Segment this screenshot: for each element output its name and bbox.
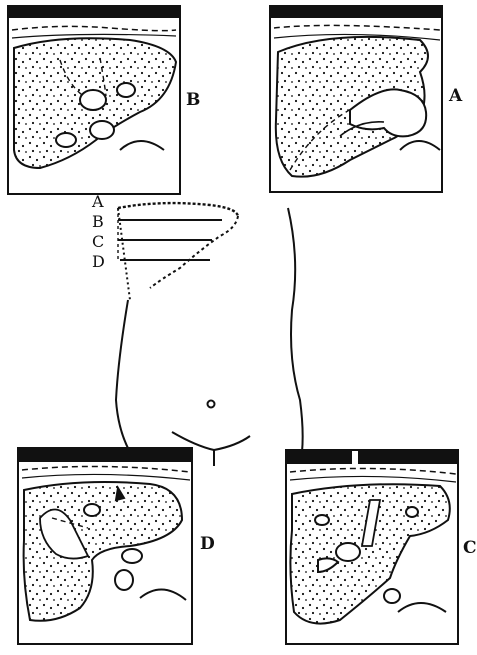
panel-c-skin-band-right [358, 450, 458, 464]
level-marker-a: A [92, 194, 104, 210]
panel-d-skin-band [18, 448, 192, 462]
navel [208, 401, 215, 408]
panel-a-skin-band [270, 6, 442, 18]
level-marker-d: D [92, 254, 105, 270]
panel-b-skin-band [8, 6, 180, 18]
level-marker-b: B [92, 214, 104, 230]
panel-b-vessel [80, 90, 106, 110]
torso-outline [116, 203, 303, 466]
panel-c-label: C [463, 540, 477, 557]
panel-d-liver [24, 482, 182, 621]
panel-a-label: A [449, 88, 462, 105]
panel-b-label: B [186, 92, 200, 109]
panel-b [8, 6, 180, 194]
level-marker-c: C [92, 234, 104, 250]
panel-d [18, 448, 192, 644]
panel-c [286, 450, 458, 644]
panel-d-label: D [200, 536, 215, 553]
panel-a [270, 6, 442, 192]
panel-c-skin-band-left [286, 450, 352, 464]
